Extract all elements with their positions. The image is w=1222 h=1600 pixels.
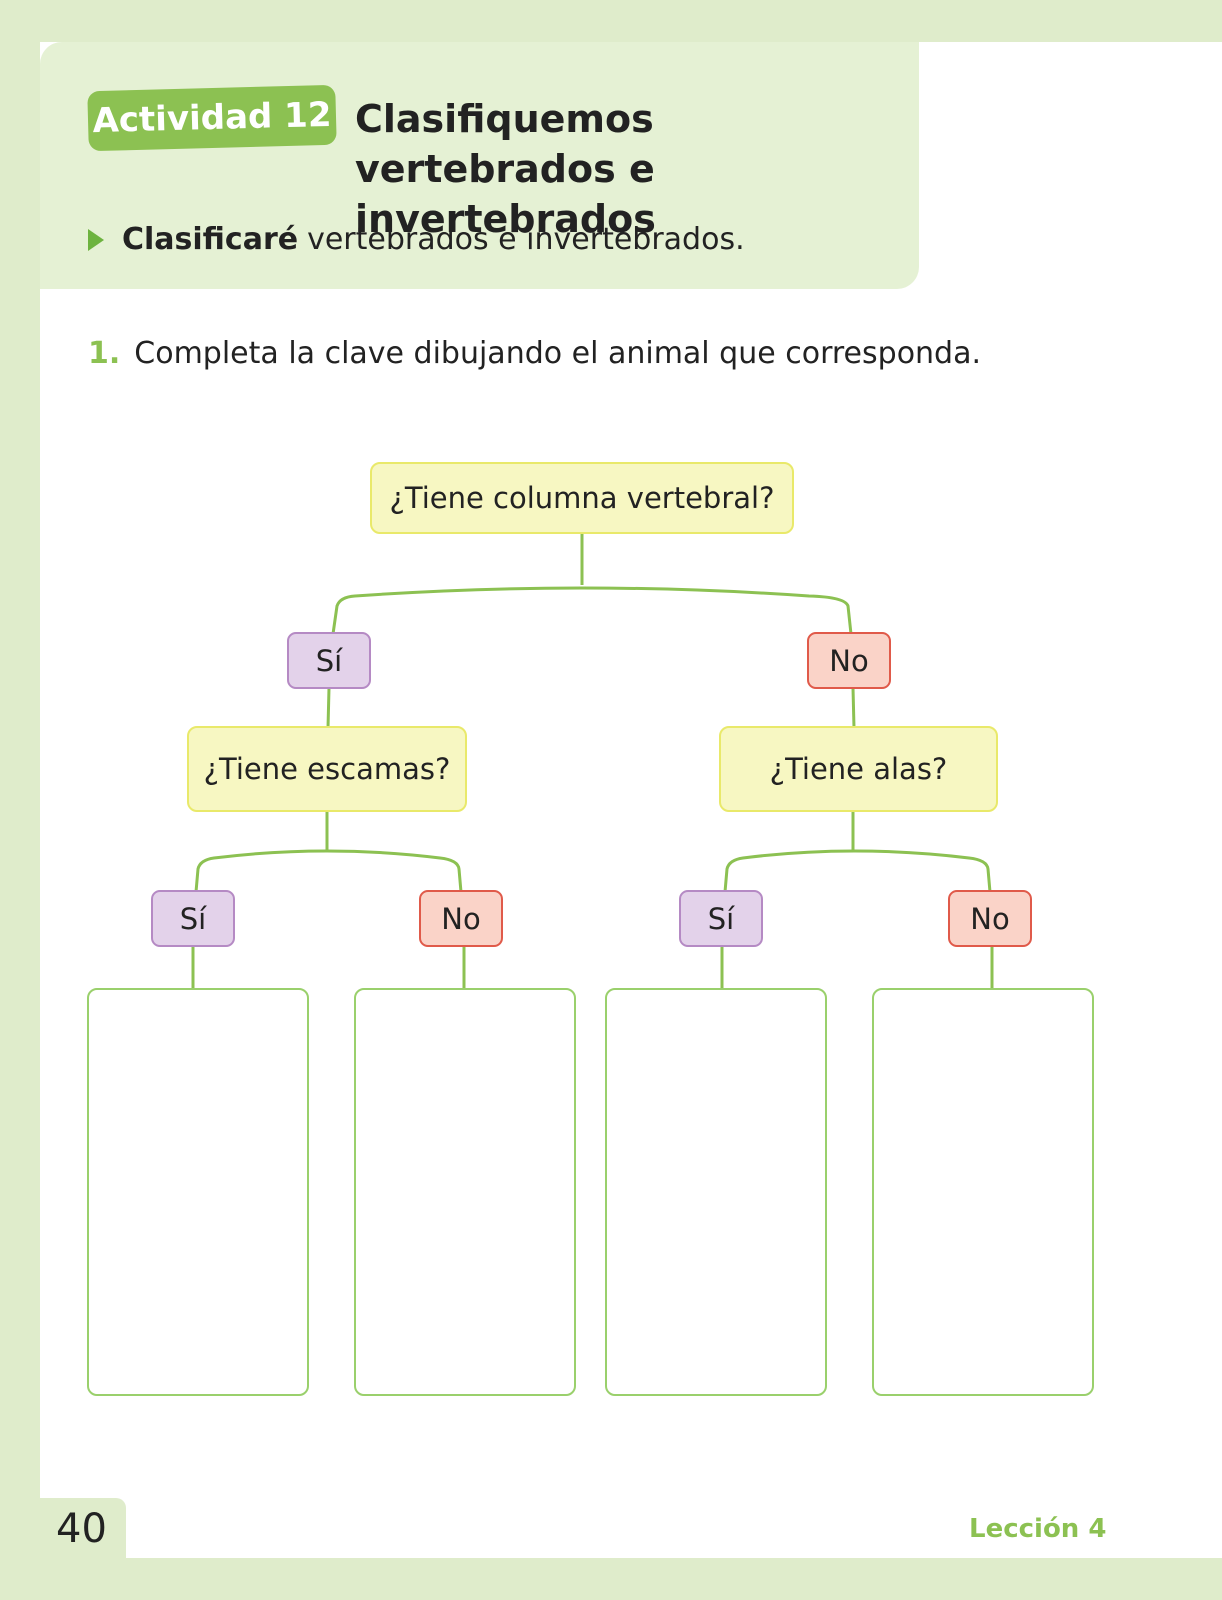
connector-left-yes-question	[326, 687, 331, 729]
connector-left-branches	[194, 849, 463, 893]
question-left: ¿Tiene escamas?	[187, 726, 467, 812]
drawing-box-4[interactable]	[872, 988, 1094, 1396]
drawing-box-2[interactable]	[354, 988, 576, 1396]
page-number-tab	[0, 1498, 126, 1600]
connector-right-no-question	[851, 687, 856, 729]
objective-text: vertebrados e invertebrados.	[307, 222, 745, 257]
objective-bold: Clasificaré	[122, 222, 299, 257]
connector-root-branches	[331, 586, 853, 635]
instruction-number: 1.	[88, 336, 121, 371]
page-number: 40	[56, 1506, 107, 1552]
instruction: 1. Completa la clave dibujando el animal…	[88, 336, 981, 371]
lesson-label: Lección 4	[969, 1514, 1107, 1544]
branch-no: No	[807, 632, 891, 689]
question-right: ¿Tiene alas?	[719, 726, 998, 812]
connector-right-branches	[723, 849, 992, 893]
drawing-box-1[interactable]	[87, 988, 309, 1396]
drawing-box-3[interactable]	[605, 988, 827, 1396]
leaf-right-yes: Sí	[679, 890, 763, 947]
instruction-text: Completa la clave dibujando el animal qu…	[134, 336, 982, 371]
objective: Clasificaré vertebrados e invertebrados.	[88, 222, 745, 257]
leaf-left-yes: Sí	[151, 890, 235, 947]
page-title: Clasifiquemos vertebrados e invertebrado…	[355, 97, 656, 241]
question-root: ¿Tiene columna vertebral?	[370, 462, 794, 534]
leaf-left-no: No	[419, 890, 503, 947]
leaf-right-no: No	[948, 890, 1032, 947]
branch-yes: Sí	[287, 632, 371, 689]
header-panel	[40, 42, 919, 289]
play-arrow-icon	[88, 228, 104, 251]
